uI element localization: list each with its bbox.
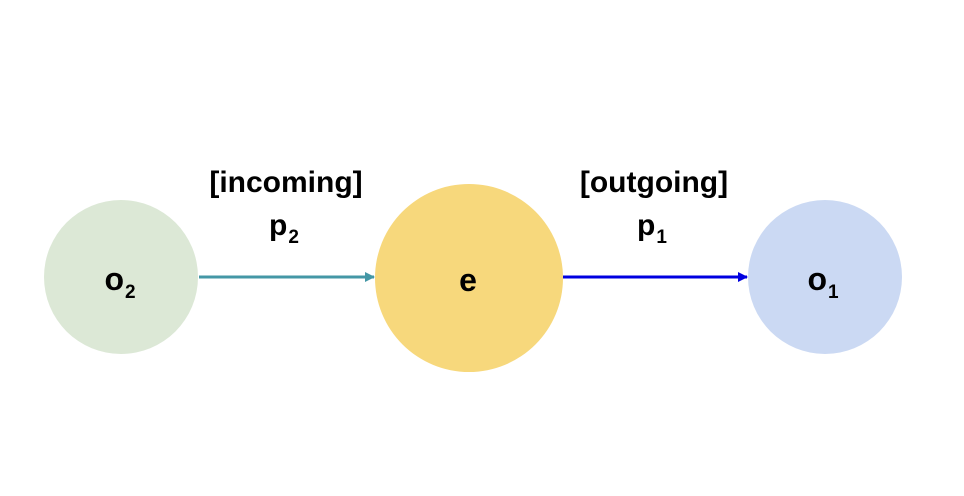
outgoing-edge-tag: [outgoing] <box>580 166 728 199</box>
incoming-edge-name-sub: 2 <box>288 227 299 248</box>
node-o1-label-sub: 1 <box>828 282 839 303</box>
node-o1-label-base: o <box>807 261 827 297</box>
incoming-edge-name: p2 <box>269 209 299 248</box>
outgoing-edge-name: p1 <box>637 209 667 248</box>
node-o1 <box>748 200 902 354</box>
node-e-label: e <box>459 262 477 298</box>
node-o2-label: o2 <box>104 261 135 303</box>
incoming-edge-name-base: p <box>269 209 287 242</box>
node-o1-label: o1 <box>807 261 839 303</box>
node-o2-label-sub: 2 <box>125 282 136 303</box>
node-e <box>375 184 563 372</box>
node-o2 <box>44 200 198 354</box>
outgoing-edge-name-base: p <box>637 209 655 242</box>
node-o2-label-base: o <box>104 261 124 297</box>
outgoing-edge-name-sub: 1 <box>656 227 667 248</box>
incoming-edge-tag: [incoming] <box>209 166 362 199</box>
